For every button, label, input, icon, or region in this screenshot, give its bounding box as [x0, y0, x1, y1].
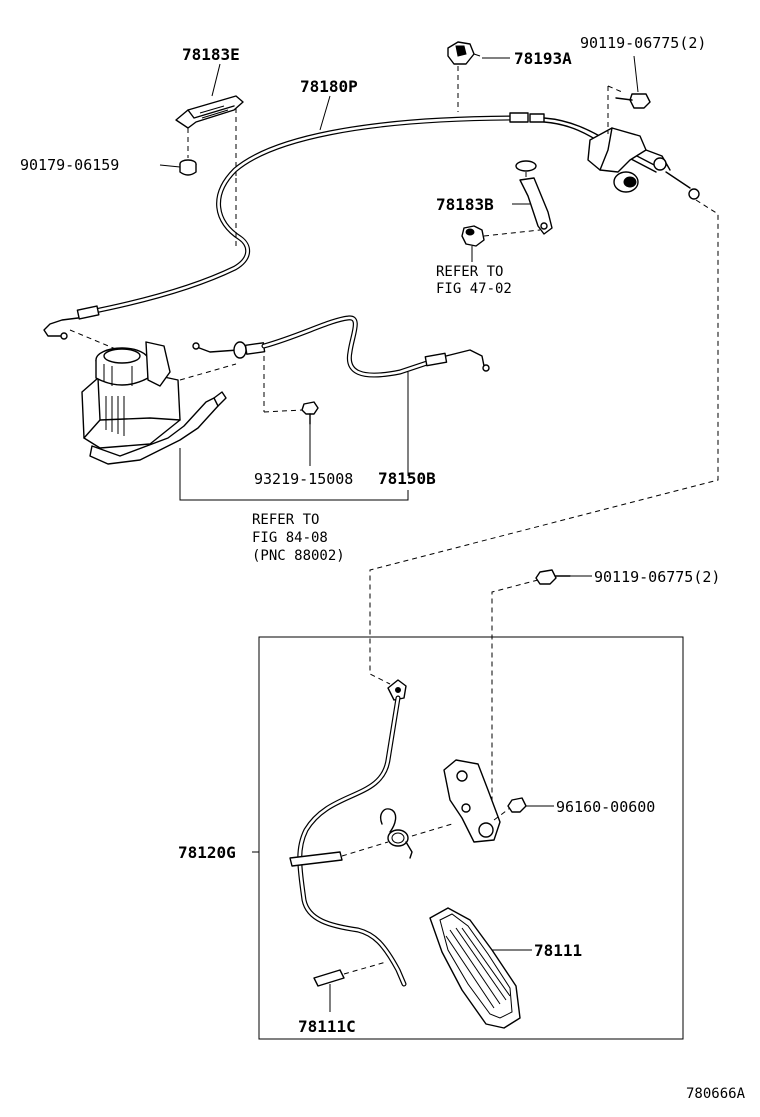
label-78120G: 78120G — [178, 843, 236, 862]
pedal-bracket[interactable] — [443, 759, 501, 843]
dash-actuator-78150B — [179, 363, 237, 381]
grommet[interactable] — [461, 225, 485, 247]
pedal-pad-78111[interactable] — [429, 907, 521, 1029]
cable-78150B[interactable] — [192, 315, 490, 378]
cruise-actuator[interactable] — [81, 341, 227, 465]
label-78180P: 78180P — [300, 77, 358, 96]
pedal-arm[interactable] — [289, 679, 407, 987]
bolt-93219-15008[interactable] — [301, 401, 319, 425]
dash-bolt-mid — [491, 579, 539, 800]
throttle-bracket[interactable] — [587, 127, 700, 200]
label-90179: 90179-06159 — [20, 156, 119, 174]
label-90119-mid: 90119-06775(2) — [594, 568, 720, 586]
dash-spring-bracket — [411, 823, 453, 837]
label-78183B: 78183B — [436, 195, 494, 214]
bolt-90119-06775-top[interactable] — [615, 93, 651, 109]
leader-90119-top — [633, 55, 639, 93]
bracket-78183B[interactable] — [515, 160, 553, 235]
leader-78183E — [211, 63, 221, 97]
dash-shaft-spring — [341, 841, 389, 857]
leader-90179 — [159, 164, 181, 168]
label-78111: 78111 — [534, 941, 582, 960]
refer-84-bracket — [179, 448, 409, 501]
refer-84-line2: FIG 84-08 — [252, 530, 328, 546]
refer-84-line3: (PNC 88002) — [252, 548, 345, 564]
figure-id: 780666A — [686, 1086, 746, 1102]
dash-pin — [343, 961, 387, 975]
dash-78150B-bolt-h — [263, 409, 303, 413]
leader-78180P — [319, 95, 331, 131]
nut-96160-00600[interactable] — [507, 797, 527, 813]
dash-bolt-top-2 — [607, 85, 623, 93]
label-78111C: 78111C — [298, 1017, 356, 1036]
label-90119-top: 90119-06775(2) — [580, 34, 706, 52]
pin-78111C[interactable] — [313, 969, 345, 987]
refer-47-line2: FIG 47-02 — [436, 281, 512, 297]
label-78150B: 78150B — [378, 469, 436, 488]
dash-actuator-cable — [69, 329, 119, 351]
dash-78183B-grommet — [483, 229, 541, 237]
nut-90179-06159[interactable] — [179, 159, 197, 176]
dash-throttle-to-pedal — [369, 199, 719, 685]
refer-47-line1: REFER TO — [436, 264, 503, 280]
label-78193A: 78193A — [514, 49, 572, 68]
bracket-78183E[interactable] — [175, 95, 244, 129]
return-spring[interactable] — [380, 808, 413, 859]
label-93219: 93219-15008 — [254, 470, 353, 488]
label-78183E: 78183E — [182, 45, 240, 64]
label-96160: 96160-00600 — [556, 798, 655, 816]
cable-78180P[interactable] — [43, 112, 661, 340]
dash-bracket-nut — [493, 807, 511, 821]
refer-84-line1: REFER TO — [252, 512, 319, 528]
bolt-90119-06775-mid[interactable] — [535, 569, 571, 585]
clamp-78193A[interactable] — [447, 41, 481, 65]
pedal-assembly-box — [258, 636, 684, 1040]
